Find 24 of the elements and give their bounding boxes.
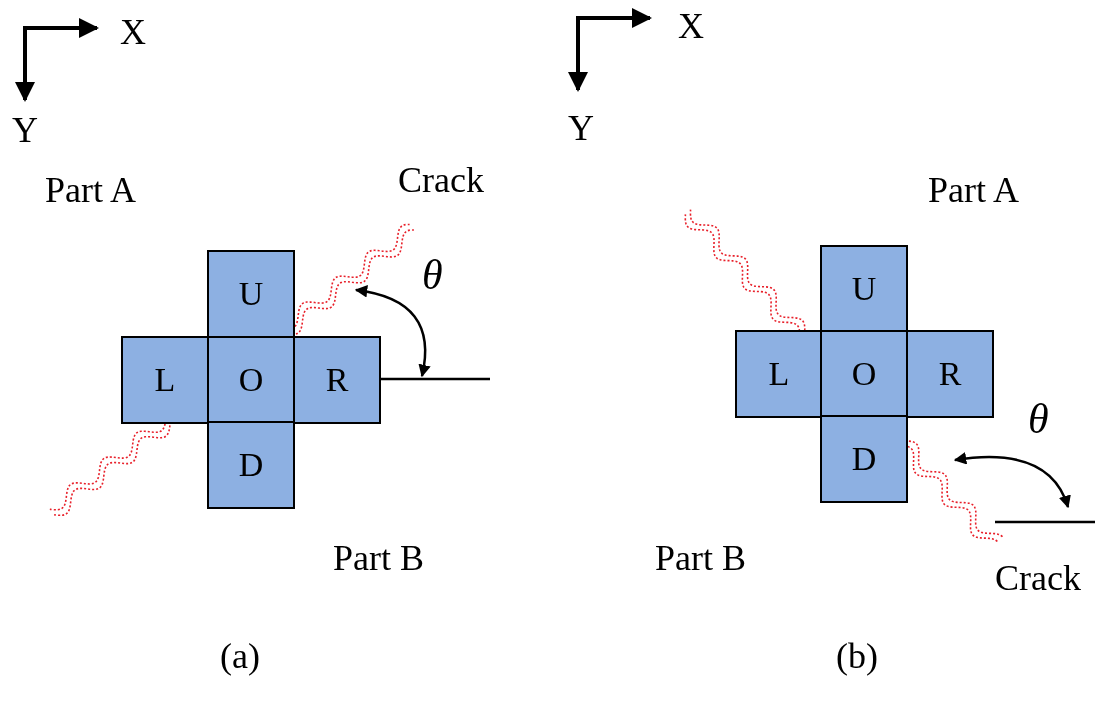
grid-cell: O xyxy=(820,330,908,418)
panel-label: (b) xyxy=(836,638,878,674)
region-label: Part B xyxy=(655,540,746,576)
grid-cell: R xyxy=(906,330,994,418)
crack-label: Crack xyxy=(398,162,484,198)
grid-cell: R xyxy=(293,336,381,424)
axis-label: X xyxy=(678,8,704,44)
grid-cell: D xyxy=(207,421,295,509)
region-label: Part A xyxy=(928,172,1019,208)
axis-label: Y xyxy=(12,112,38,148)
angle-label: θ xyxy=(1028,398,1049,440)
region-label: Part A xyxy=(45,172,136,208)
grid-cell: L xyxy=(735,330,823,418)
grid-cell: O xyxy=(207,336,295,424)
axis-label: X xyxy=(120,14,146,50)
axis-label: Y xyxy=(568,110,594,146)
grid-cell: L xyxy=(121,336,209,424)
crack-label: Crack xyxy=(995,560,1081,596)
panel-label: (a) xyxy=(220,638,260,674)
grid-cell: U xyxy=(820,245,908,333)
region-label: Part B xyxy=(333,540,424,576)
angle-label: θ xyxy=(422,254,443,296)
grid-cell: D xyxy=(820,415,908,503)
grid-cell: U xyxy=(207,250,295,338)
